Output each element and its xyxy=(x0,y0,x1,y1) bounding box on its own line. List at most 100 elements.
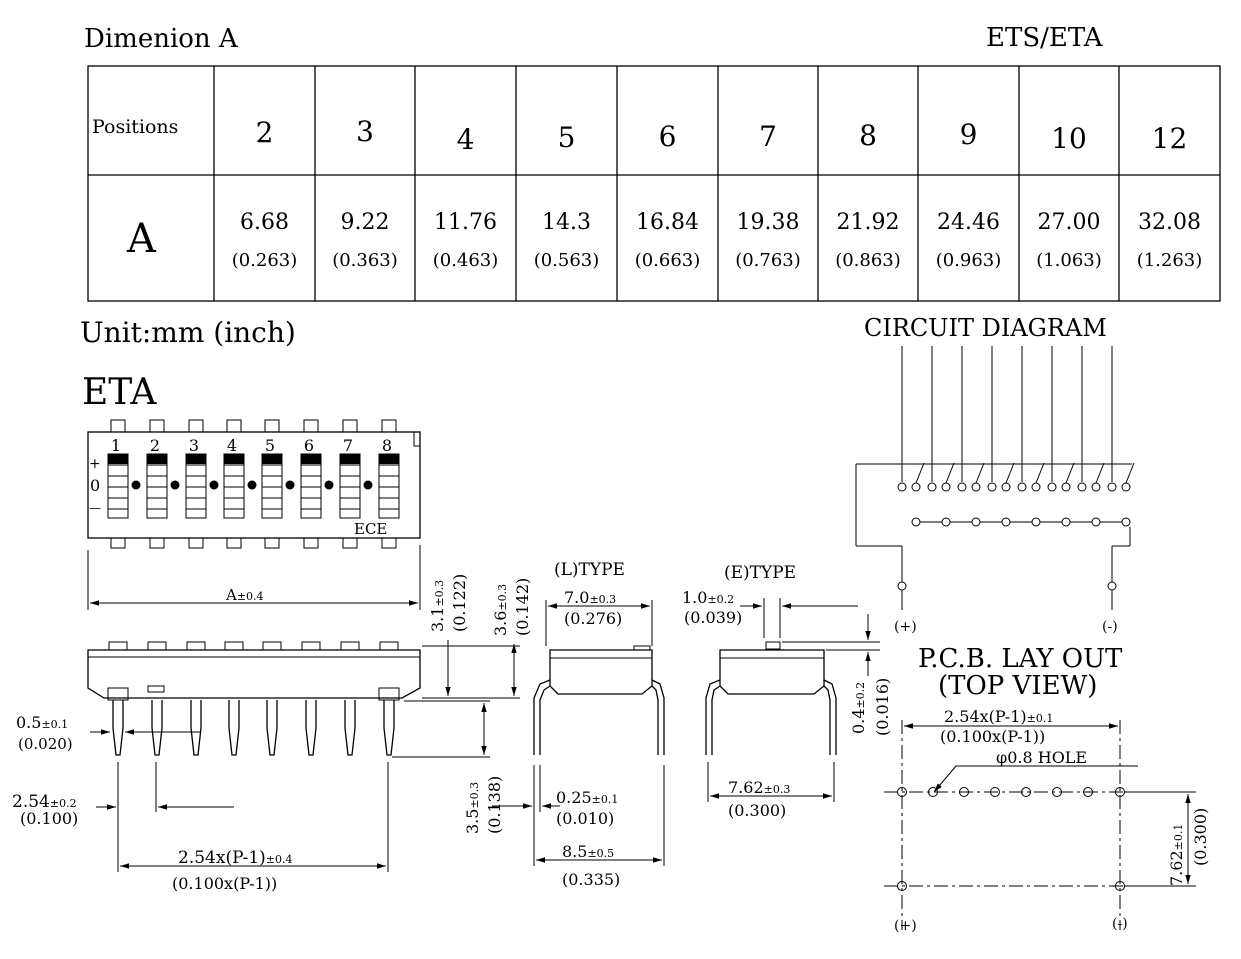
position-9: 9 xyxy=(960,118,978,151)
dim-h36-tol: ±0.3 xyxy=(496,584,509,611)
position-7: 7 xyxy=(759,120,777,153)
positions-header: Positions xyxy=(92,116,178,138)
position-10: 10 xyxy=(1051,122,1087,155)
pcb-hole-top-5 xyxy=(1021,787,1031,797)
pin-8 xyxy=(383,700,395,756)
position-6: 6 xyxy=(659,120,677,153)
top-tab-3 xyxy=(188,419,204,433)
pin-7 xyxy=(344,700,356,756)
a-mm-2: 6.68 xyxy=(240,210,289,235)
pcb-layout: P.C.B. LAY OUT (TOP VIEW) 2.54x(P-1)±0.1… xyxy=(884,644,1210,934)
dim-pinlen-in: (0.138) xyxy=(485,776,504,834)
position-5: 5 xyxy=(558,121,576,154)
pin-6 xyxy=(305,700,317,756)
switch-6 xyxy=(300,453,322,519)
a-inch-8: (0.863) xyxy=(835,250,901,271)
e-act-tol: ±0.2 xyxy=(707,593,734,606)
a-mm-9: 24.46 xyxy=(937,210,1000,235)
l-type-view: (L)TYPE 7.0±0.3 (0.276) 0.25±0.1 (0.010)… xyxy=(492,560,665,889)
dim-pin-w-in: (0.020) xyxy=(18,735,73,753)
top-tab-4 xyxy=(226,419,242,433)
unit-label: Unit:mm (inch) xyxy=(80,316,296,349)
dim-pitch: 2.54±0.2 (0.100) xyxy=(12,762,234,872)
pcb-row-tol: ±0.1 xyxy=(1172,824,1185,851)
l-w-tol: ±0.3 xyxy=(589,593,616,606)
svg-text:0.5±0.1: 0.5±0.1 xyxy=(16,713,68,732)
bottom-tab-3 xyxy=(188,537,204,549)
circuit-plus: (+) xyxy=(894,619,917,635)
side-tab-7 xyxy=(340,641,360,651)
a-mm-7: 19.38 xyxy=(737,210,800,235)
side-tab-8 xyxy=(379,641,399,651)
dim-h31-tol: ±0.3 xyxy=(433,580,446,607)
side-tab-5 xyxy=(262,641,282,651)
switch-number-3: 3 xyxy=(189,436,199,455)
pcb-hole: φ0.8 HOLE xyxy=(996,748,1087,767)
a-inch-6: (0.663) xyxy=(635,250,701,271)
a-mm-3: 9.22 xyxy=(341,210,390,235)
dim-pinlen: 3.5 xyxy=(463,809,482,834)
svg-text:3.1±0.3: 3.1±0.3 xyxy=(428,580,447,632)
pcb-plus: (+) xyxy=(894,918,917,934)
dim-h36: 3.6 xyxy=(491,611,510,636)
svg-text:7.62±0.3: 7.62±0.3 xyxy=(728,778,790,797)
svg-text:3.5±0.3: 3.5±0.3 xyxy=(463,782,482,834)
side-tab-2 xyxy=(147,641,167,651)
l-w-in: (0.276) xyxy=(564,609,622,628)
bottom-tab-4 xyxy=(226,537,242,549)
dimension-table: Positions A 26.68(0.263)39.22(0.363)411.… xyxy=(87,65,1221,302)
switch-dot-4 xyxy=(247,480,257,490)
e-acth: 0.4 xyxy=(849,709,868,734)
pcb-hole-top-4 xyxy=(990,787,1000,797)
dim-pin-length: 3.5±0.3 (0.138) xyxy=(392,700,504,834)
l-lead: 0.25 xyxy=(556,788,592,807)
dim-pitch-in: (0.100) xyxy=(20,809,78,828)
svg-text:2.54x(P-1)±0.4: 2.54x(P-1)±0.4 xyxy=(178,848,293,868)
model-label: ETA xyxy=(82,372,157,413)
svg-text:2.54x(P-1)±0.1: 2.54x(P-1)±0.1 xyxy=(944,707,1053,726)
e-type-view: (E)TYPE 1.0±0.2 (0.039) 0.4±0.2 (0.016) … xyxy=(682,563,892,820)
l-body-in: (0.335) xyxy=(562,870,620,889)
pos-plus: + xyxy=(89,456,101,472)
a-inch-5: (0.563) xyxy=(534,250,600,271)
a-mm-6: 16.84 xyxy=(636,210,699,235)
bottom-tab-8 xyxy=(381,537,397,549)
dim-h36-in: (0.142) xyxy=(513,578,532,636)
dim-pin-w: 0.5 xyxy=(16,713,41,732)
switch-dot-3 xyxy=(209,480,219,490)
side-tab-3 xyxy=(186,641,206,651)
bottom-tab-1 xyxy=(110,537,126,549)
e-type-title: (E)TYPE xyxy=(724,563,796,583)
e-act-in: (0.039) xyxy=(684,608,742,627)
l-lead-tol: ±0.1 xyxy=(592,793,619,806)
switch-number-2: 2 xyxy=(150,436,160,455)
e-row-in: (0.300) xyxy=(728,801,786,820)
drawing-title: Dimenion A xyxy=(84,24,239,54)
top-tab-7 xyxy=(342,419,358,433)
dim-pin-width: 0.5±0.1 (0.020) xyxy=(16,713,200,753)
pcb-hole-top-1 xyxy=(897,787,907,797)
bottom-tab-6 xyxy=(303,537,319,549)
a-inch-12: (1.263) xyxy=(1137,250,1203,271)
dim-h31-in: (0.122) xyxy=(450,574,469,632)
l-body-tol: ±0.5 xyxy=(587,847,614,860)
bottom-tab-5 xyxy=(264,537,280,549)
svg-text:7.0±0.3: 7.0±0.3 xyxy=(564,588,616,607)
side-view xyxy=(87,641,421,756)
svg-text:2.54±0.2: 2.54±0.2 xyxy=(12,792,77,812)
switch-number-1: 1 xyxy=(111,436,121,455)
svg-text:0.4±0.2: 0.4±0.2 xyxy=(849,682,868,734)
dim-heights: 3.1±0.3 (0.122) 3.6±0.3 (0.142) xyxy=(422,574,532,699)
a-inch-2: (0.263) xyxy=(232,250,298,271)
top-tab-1 xyxy=(110,419,126,433)
bottom-tab-2 xyxy=(149,537,165,549)
a-mm-4: 11.76 xyxy=(434,210,497,235)
a-inch-3: (0.363) xyxy=(332,250,398,271)
e-acth-in: (0.016) xyxy=(873,678,892,736)
switch-dot-5 xyxy=(285,480,295,490)
top-tab-6 xyxy=(303,419,319,433)
pin-5 xyxy=(266,700,278,756)
switch-2 xyxy=(146,453,168,519)
switch-5 xyxy=(261,453,283,519)
